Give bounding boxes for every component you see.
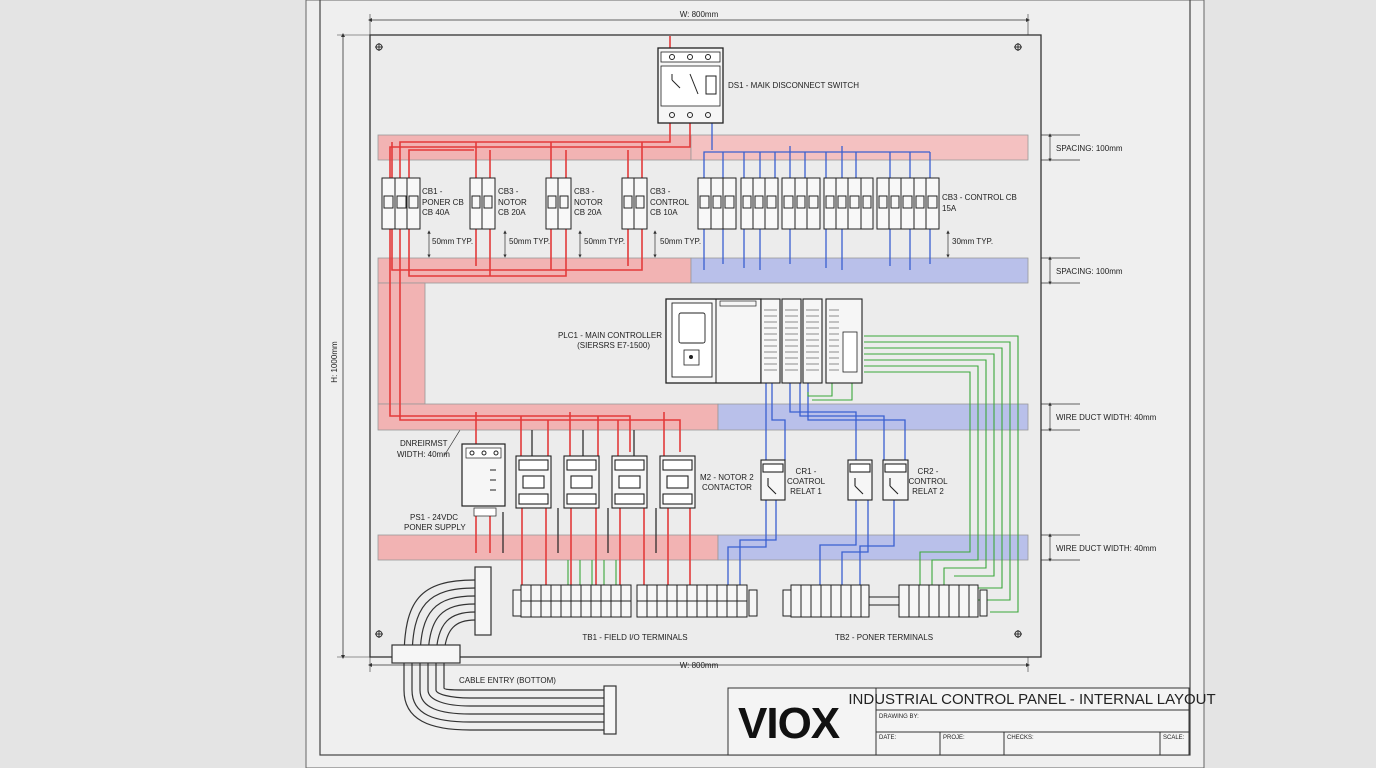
wire-duct-lower-control <box>717 403 1029 431</box>
wire-duct-top-control <box>690 134 1029 161</box>
viox-logo: VIOX <box>738 699 840 748</box>
main-disconnect-switch[interactable] <box>657 47 724 124</box>
contactor-km1 <box>515 455 552 509</box>
wire-duct-mid-control <box>690 257 1029 284</box>
dimension-spacing-2 <box>1041 256 1080 285</box>
terminal-block-tb2-label: TB2 - PONER TERMINALS <box>835 633 933 642</box>
title-block-drawn-by: DRAWING BY: <box>879 714 919 720</box>
title-block-project: PROJE: <box>943 735 965 741</box>
title-block-checked: CHECKS: <box>1007 735 1034 741</box>
dimension-duct-width-1 <box>1041 402 1080 432</box>
cb3-label-2: NOTOR <box>574 198 603 207</box>
control-relay-cr1[interactable] <box>760 459 786 501</box>
wire-duct-bottom-power <box>377 534 719 561</box>
dimension-height-label: H: 1000mm <box>330 341 339 383</box>
dimension-duct-width-2-label: WIRE DUCT WIDTH: 40mm <box>1056 544 1157 553</box>
dimension-duct-width-left-label-1: DNREIRMST <box>400 439 448 448</box>
cb1-label-3: CB 40A <box>422 208 450 217</box>
relay-cr1-label-2: COATROL <box>787 477 826 486</box>
dimension-duct-width-2 <box>1041 533 1080 562</box>
terminal-block-tb1[interactable] <box>512 584 758 618</box>
wire-duct-left-vertical <box>377 282 426 405</box>
cb2-label-3: CB 20A <box>498 208 526 217</box>
dimension-spacing-2-label: SPACING: 100mm <box>1056 267 1123 276</box>
dimension-width-top-label: W: 800mm <box>680 10 719 19</box>
cb5-label-1: CB3 - CONTROL CB <box>942 193 1017 202</box>
dimension-spacing-1 <box>1041 133 1080 162</box>
contactor-km2 <box>563 455 600 509</box>
title-block-scale: SCALE: <box>1163 735 1185 741</box>
circuit-breaker-cb1[interactable] <box>381 177 421 230</box>
terminal-block-tb1-label: TB1 - FIELD I/O TERMINALS <box>582 633 687 642</box>
circuit-breaker-cb3[interactable] <box>545 177 572 230</box>
relay-cr2-label-2: CONTROL <box>908 477 948 486</box>
typ-label-2: 50mm TYP. <box>509 237 550 246</box>
dimension-width-bottom: W: 800mm <box>368 657 1030 672</box>
typ-spacing-markers <box>427 230 950 258</box>
power-supply-label-2: PONER SUPPLY <box>404 523 466 532</box>
typ-label-1: 50mm TYP. <box>432 237 473 246</box>
plc-label-2: (SIERSRS E7-1500) <box>577 341 650 350</box>
cb3-label-1: CB3 - <box>574 187 595 196</box>
cb4-label-2: CONTROL <box>650 198 690 207</box>
dimension-width-top: W: 800mm <box>368 10 1030 35</box>
relay-cr2-label-3: RELAT 2 <box>912 487 944 496</box>
cb5-label-2: 15A <box>942 204 957 213</box>
cb2-label-2: NOTOR <box>498 198 527 207</box>
contactor-km3 <box>611 455 648 509</box>
power-supply-ps1[interactable] <box>461 443 506 517</box>
relay-cr1-label-3: RELAT 1 <box>790 487 822 496</box>
plc-label-1: PLC1 - MAIN CONTROLLER <box>558 331 662 340</box>
contactor-km4 <box>659 455 696 509</box>
cable-entry-label: CABLE ENTRY (BOTTOM) <box>459 676 556 685</box>
dimension-width-bottom-label: W: 800mm <box>680 661 719 670</box>
cb2-label-1: CB3 - <box>498 187 519 196</box>
dimension-height: H: 1000mm <box>330 33 370 659</box>
cb1-label-1: CB1 - <box>422 187 443 196</box>
wire-duct-bottom-control <box>717 534 1029 561</box>
dimension-duct-width-left-label-2: WIDTH: 40mm <box>397 450 450 459</box>
cb4-label-1: CB3 - <box>650 187 671 196</box>
contactor-label-2: CONTACTOR <box>702 483 752 492</box>
cable-entry <box>391 566 617 735</box>
typ-label-4: 50mm TYP. <box>660 237 701 246</box>
relay-cr1-label-1: CR1 - <box>796 467 817 476</box>
contactors[interactable] <box>515 455 696 509</box>
power-wiring <box>389 36 691 600</box>
control-breaker-bank[interactable] <box>697 177 940 230</box>
dimension-spacing-1-label: SPACING: 100mm <box>1056 144 1123 153</box>
cb4-label-3: CB 10A <box>650 208 678 217</box>
title-block-title: INDUSTRIAL CONTROL PANEL - INTERNAL LAYO… <box>848 691 1215 708</box>
contactor-label-1: M2 - NOTOR 2 <box>700 473 754 482</box>
signal-wiring <box>567 335 1019 613</box>
power-supply-label-1: PS1 - 24VDC <box>410 513 458 522</box>
control-relay-cr1b[interactable] <box>847 459 873 501</box>
typ-label-3: 50mm TYP. <box>584 237 625 246</box>
control-wiring <box>703 123 931 590</box>
terminal-block-tb2[interactable] <box>782 584 988 618</box>
main-disconnect-switch-label: DS1 - MAIK DISCONNECT SWITCH <box>728 81 859 90</box>
plc-main-controller[interactable] <box>665 298 863 384</box>
title-block <box>727 687 1190 756</box>
cb1-label-2: PONER CB <box>422 198 464 207</box>
relay-cr2-label-1: CR2 - <box>918 467 939 476</box>
title-block-date: DATE: <box>879 735 897 741</box>
dimension-duct-width-1-label: WIRE DUCT WIDTH: 40mm <box>1056 413 1157 422</box>
control-relay-cr2[interactable] <box>882 459 909 501</box>
circuit-breaker-cb2[interactable] <box>469 177 496 230</box>
cb3-label-3: CB 20A <box>574 208 602 217</box>
circuit-breaker-cb4[interactable] <box>621 177 648 230</box>
typ-label-5: 30mm TYP. <box>952 237 993 246</box>
mounting-holes <box>375 43 1022 638</box>
plc-io-terminals <box>764 309 839 371</box>
neutral-wiring <box>502 430 657 553</box>
